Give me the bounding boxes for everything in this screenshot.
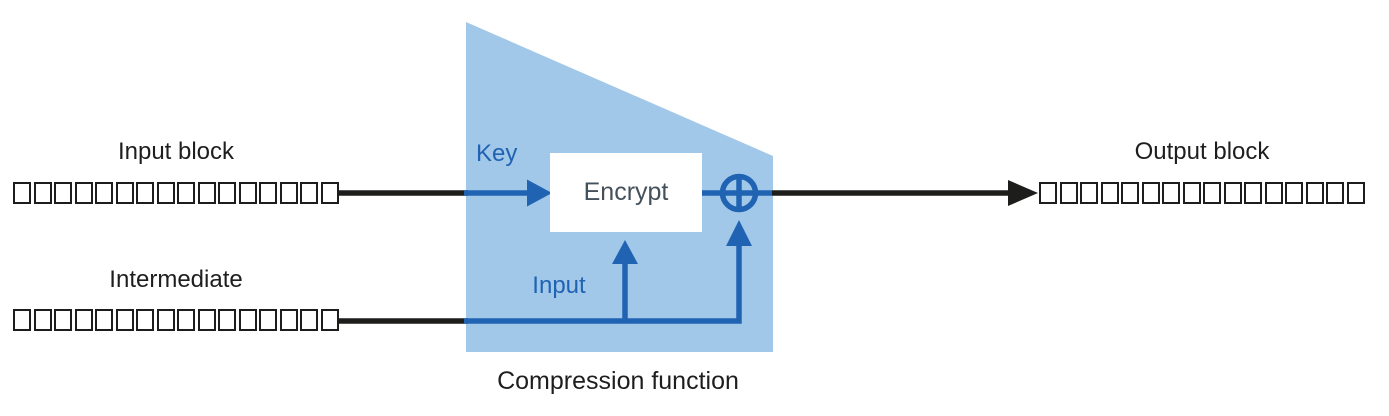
intermediate-bit-array <box>13 309 339 331</box>
bit-cell <box>54 309 72 331</box>
bit-cell <box>136 309 154 331</box>
bit-cell <box>156 182 175 204</box>
bit-cell <box>74 182 93 204</box>
encrypt-box: Encrypt <box>550 153 702 232</box>
bit-cell <box>1141 182 1160 204</box>
bit-cell <box>177 309 195 331</box>
input-label: Input <box>532 272 586 299</box>
bit-cell <box>279 309 298 331</box>
bit-cell <box>33 309 52 331</box>
bit-cell <box>33 182 52 204</box>
feedback-path <box>464 244 742 324</box>
bit-cell <box>300 309 318 331</box>
bit-cell <box>13 309 31 331</box>
bit-cell <box>259 182 277 204</box>
key-label: Key <box>476 140 518 167</box>
output-block-label: Output block <box>1134 138 1270 165</box>
bit-cell <box>1264 182 1283 204</box>
bit-cell <box>1039 182 1057 204</box>
bit-cell <box>279 182 298 204</box>
output-arrow-head-icon <box>1008 180 1038 206</box>
bit-cell <box>1059 182 1078 204</box>
bit-cell <box>1162 182 1180 204</box>
bit-cell <box>156 309 175 331</box>
bit-cell <box>1203 182 1221 204</box>
bit-cell <box>259 309 277 331</box>
bit-cell <box>74 309 93 331</box>
bit-cell <box>1080 182 1098 204</box>
bit-cell <box>1121 182 1139 204</box>
input-up-arrow-head-icon <box>612 240 638 264</box>
bit-cell <box>1285 182 1303 204</box>
bit-cell <box>218 182 236 204</box>
bit-cell <box>1223 182 1242 204</box>
bit-cell <box>1346 182 1365 204</box>
bit-cell <box>320 182 339 204</box>
encrypt-label: Encrypt <box>583 178 669 206</box>
bit-cell <box>1182 182 1201 204</box>
bit-cell <box>1326 182 1344 204</box>
bit-cell <box>197 309 216 331</box>
output-block-bit-array <box>1039 182 1365 204</box>
bit-cell <box>13 182 31 204</box>
bit-cell <box>238 309 257 331</box>
bit-cell <box>95 309 113 331</box>
key-arrow-head-icon <box>527 179 552 207</box>
bit-cell <box>1305 182 1324 204</box>
bit-cell <box>320 309 339 331</box>
bit-cell <box>115 309 134 331</box>
bit-cell <box>136 182 154 204</box>
bit-cell <box>95 182 113 204</box>
bit-cell <box>54 182 72 204</box>
xor-up-arrow-head-icon <box>726 220 752 246</box>
intermediate-label: Intermediate <box>109 266 243 293</box>
input-block-bit-array <box>13 182 339 204</box>
bit-cell <box>115 182 134 204</box>
bit-cell <box>238 182 257 204</box>
input-block-label: Input block <box>117 138 235 165</box>
bit-cell <box>1244 182 1262 204</box>
bit-cell <box>197 182 216 204</box>
bit-cell <box>177 182 195 204</box>
bit-cell <box>218 309 236 331</box>
bit-cell <box>1100 182 1119 204</box>
bit-cell <box>300 182 318 204</box>
compression-function-label: Compression function <box>497 367 739 395</box>
